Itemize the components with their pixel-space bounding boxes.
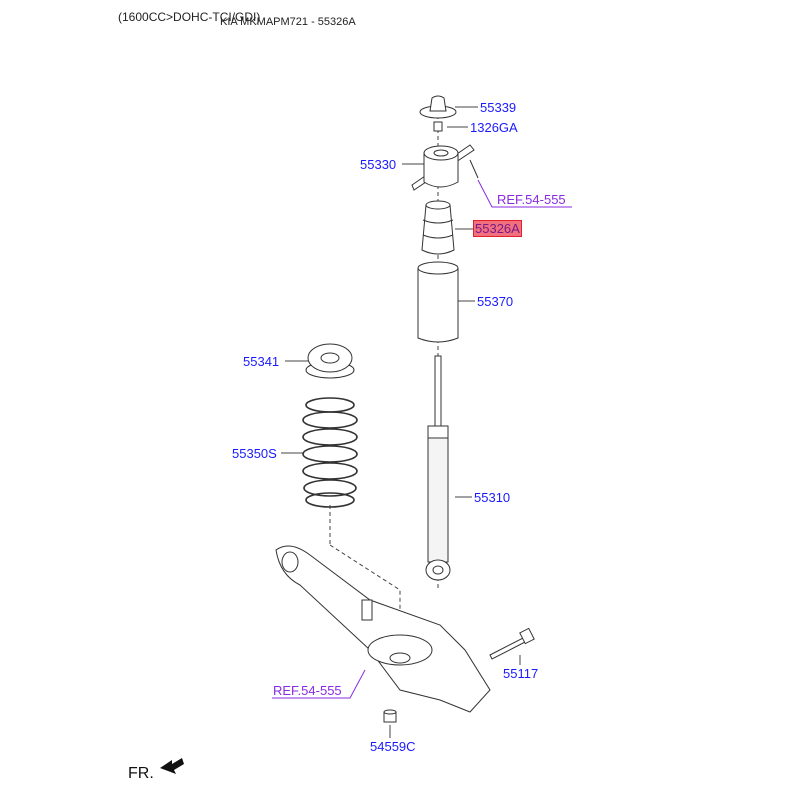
reference-link-upper[interactable]: REF.54-555: [497, 192, 566, 207]
part-1326GA-nut: [433, 121, 443, 132]
part-label-55310[interactable]: 55310: [474, 490, 511, 505]
part-55350S-spring: [302, 397, 358, 508]
part-55339-cap: [419, 95, 457, 119]
part-label-55326A-selected[interactable]: 55326A: [473, 220, 522, 237]
part-55341-pad: [305, 343, 355, 379]
part-55326A-bumpstop: [421, 200, 455, 255]
reference-link-lower[interactable]: REF.54-555: [273, 683, 342, 698]
part-55330-mount: [411, 144, 479, 191]
part-55310-shock: [425, 355, 451, 581]
front-direction-arrow-icon: [160, 758, 184, 774]
part-label-55330[interactable]: 55330: [360, 157, 397, 172]
part-55117-bolt: [489, 627, 535, 660]
part-54559C-nut: [383, 709, 397, 723]
part-55370-dustcover: [417, 261, 459, 343]
part-label-55370[interactable]: 55370: [477, 294, 514, 309]
trailing-arm: [275, 545, 491, 713]
variant-text: (1600CC>DOHC-TCI/GDI): [118, 10, 261, 24]
part-label-55339[interactable]: 55339: [480, 100, 517, 115]
part-label-55117[interactable]: 55117: [503, 666, 539, 681]
diagram-title: KIA MKMAPM721 - 55326A: [220, 16, 356, 28]
front-direction-label: FR.: [128, 765, 154, 782]
part-label-55341[interactable]: 55341: [243, 354, 280, 369]
part-label-55350S[interactable]: 55350S: [232, 446, 277, 461]
part-label-1326GA[interactable]: 1326GA: [470, 120, 518, 135]
part-label-54559C[interactable]: 54559C: [370, 739, 416, 754]
